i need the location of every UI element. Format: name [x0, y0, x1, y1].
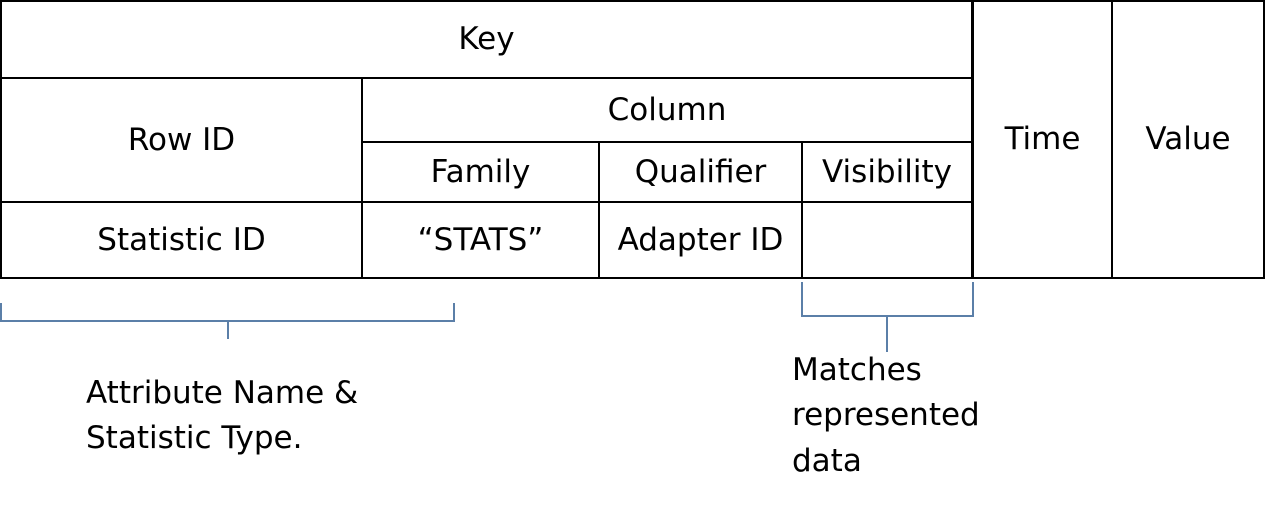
matches-data-note: Matches represented data: [792, 352, 980, 479]
family-qualifier-separator: [598, 142, 600, 279]
table-border-right: [1263, 0, 1265, 279]
qualifier-header: Qualifier: [634, 153, 767, 190]
table-border-left: [0, 0, 2, 279]
table-border-top: [0, 0, 1265, 2]
column-header: Column: [607, 91, 727, 128]
left-annotation-bracket: [0, 303, 455, 339]
time-value-separator: [1111, 0, 1113, 279]
visibility-header: Visibility: [822, 153, 952, 190]
stats-family-cell: “STATS”: [417, 221, 544, 258]
value-header: Value: [1145, 121, 1231, 157]
key-row-separator: [0, 77, 972, 79]
row-id-header: Row ID: [127, 121, 236, 158]
statistic-id-cell: Statistic ID: [97, 221, 266, 258]
attribute-statistic-note: Attribute Name & Statistic Type.: [86, 375, 359, 457]
adapter-id-cell: Adapter ID: [617, 221, 784, 258]
column-subheader-separator: [362, 141, 972, 143]
family-header: Family: [430, 153, 531, 190]
right-annotation-bracket: [801, 282, 974, 352]
rowid-column-separator: [361, 78, 363, 279]
qualifier-visibility-separator: [801, 142, 803, 279]
key-time-separator: [971, 0, 974, 279]
data-row-separator: [0, 201, 972, 203]
table-border-bottom: [0, 277, 1265, 279]
key-header: Key: [458, 21, 515, 57]
time-header: Time: [1004, 121, 1081, 157]
